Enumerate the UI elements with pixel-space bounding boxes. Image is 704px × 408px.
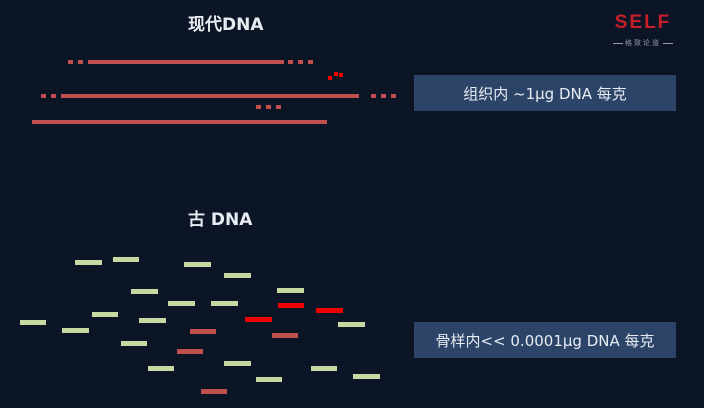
dna-fragment-damaged — [316, 308, 343, 313]
strand-dash — [51, 94, 56, 98]
logo-subtitle: 格致论道 — [604, 38, 682, 48]
ancient-dna-title: 古 DNA — [188, 210, 253, 230]
dna-fragment — [211, 301, 238, 306]
dna-fragment-rose — [201, 389, 227, 394]
dna-fragment — [224, 361, 251, 366]
dna-fragment — [184, 262, 211, 267]
dna-fragment — [353, 374, 380, 379]
damage-mark — [339, 73, 343, 77]
dna-fragment — [121, 341, 147, 346]
logo-text: SELF — [614, 12, 672, 33]
ancient-dna-label: 骨样内<< 0.0001μg DNA 每克 — [414, 322, 676, 358]
strand-dash — [276, 105, 281, 109]
strand-dash — [371, 94, 376, 98]
strand-dash — [68, 60, 73, 64]
dna-fragment — [92, 312, 118, 317]
dna-fragment — [338, 322, 365, 327]
modern-dna-title: 现代DNA — [188, 15, 264, 35]
dna-fragment-damaged — [278, 303, 304, 308]
modern-dna-label: 组织内 ~1μg DNA 每克 — [414, 75, 676, 111]
dna-fragment — [139, 318, 166, 323]
strand-dash — [256, 105, 261, 109]
dna-fragment-rose — [177, 349, 203, 354]
strand-dash — [381, 94, 386, 98]
dna-fragment — [148, 366, 174, 371]
strand-dash — [298, 60, 303, 64]
strand-dash — [308, 60, 313, 64]
strand-dash — [266, 105, 271, 109]
dna-fragment-damaged — [245, 317, 272, 322]
dna-fragment — [311, 366, 337, 371]
dna-fragment — [62, 328, 89, 333]
dna-strand — [61, 94, 359, 98]
damage-mark — [328, 76, 332, 80]
strand-dash — [78, 60, 83, 64]
dna-fragment — [113, 257, 139, 262]
dna-fragment — [277, 288, 304, 293]
dna-fragment — [75, 260, 102, 265]
dna-strand — [88, 60, 284, 64]
strand-dash — [288, 60, 293, 64]
strand-dash — [391, 94, 396, 98]
strand-dash — [41, 94, 46, 98]
dna-fragment — [256, 377, 282, 382]
dna-fragment — [224, 273, 251, 278]
dna-strand — [32, 120, 327, 124]
dna-fragment-rose — [190, 329, 216, 334]
dna-fragment — [20, 320, 46, 325]
dna-fragment-rose — [272, 333, 298, 338]
dna-fragment — [168, 301, 195, 306]
self-logo: SELF 格致论道 — [604, 12, 682, 52]
dna-fragment — [131, 289, 158, 294]
damage-mark — [334, 72, 338, 76]
